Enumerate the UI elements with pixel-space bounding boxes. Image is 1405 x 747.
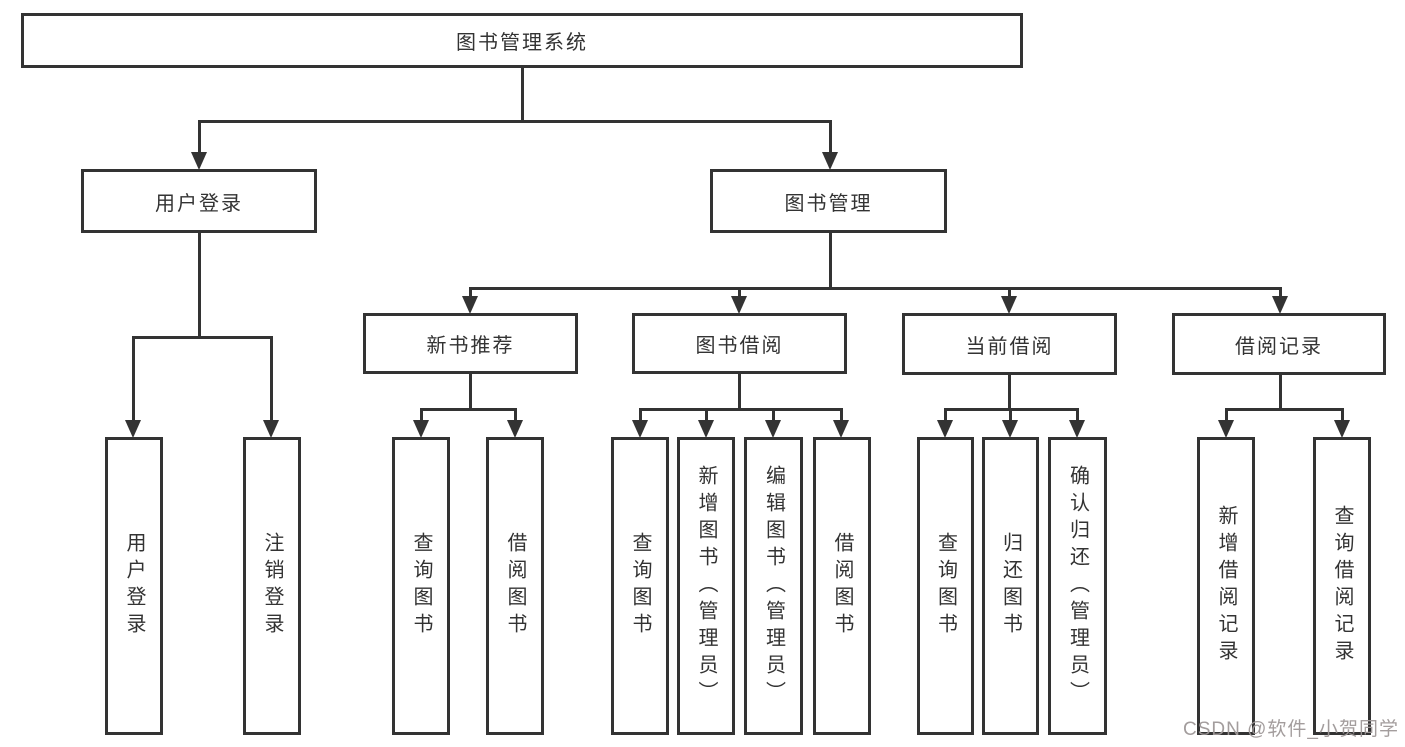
connector-line	[1076, 408, 1079, 422]
arrow-down-icon	[1001, 296, 1017, 314]
arrow-down-icon	[1069, 420, 1085, 438]
arrow-down-icon	[462, 296, 478, 314]
connector-line	[840, 408, 843, 422]
leaf-add-books-admin: 新增图书（管理员）	[677, 437, 735, 735]
leaf-return-books: 归还图书	[982, 437, 1039, 735]
connector-line	[772, 408, 775, 422]
leaf-borrow-books-2: 借阅图书	[813, 437, 871, 735]
leaf-return-books-label: 归还图书	[999, 532, 1022, 640]
connector-line	[469, 374, 472, 410]
node-new-book-recommend: 新书推荐	[363, 313, 578, 374]
connector-line	[420, 408, 423, 422]
leaf-query-books-1: 查询图书	[392, 437, 450, 735]
arrow-down-icon	[413, 420, 429, 438]
leaf-query-borrow-record: 查询借阅记录	[1313, 437, 1371, 735]
connector-line	[469, 287, 1282, 290]
node-borrow-records-label: 借阅记录	[1235, 335, 1323, 358]
leaf-borrow-books-1: 借阅图书	[486, 437, 544, 735]
connector-line	[1279, 374, 1282, 410]
leaf-confirm-return-admin-label: 确认归还（管理员）	[1066, 464, 1089, 708]
node-borrow-records: 借阅记录	[1172, 313, 1386, 375]
leaf-query-borrow-record-label: 查询借阅记录	[1331, 505, 1353, 667]
node-book-borrow: 图书借阅	[632, 313, 847, 374]
arrow-down-icon	[191, 152, 207, 170]
leaf-logout: 注销登录	[243, 437, 301, 735]
connector-line	[639, 408, 642, 422]
arrow-down-icon	[731, 296, 747, 314]
connector-line	[420, 408, 517, 411]
connector-line	[514, 408, 517, 422]
leaf-query-books-2-label: 查询图书	[629, 532, 651, 640]
node-new-book-recommend-label: 新书推荐	[426, 335, 515, 357]
leaf-query-books-3: 查询图书	[917, 437, 974, 735]
arrow-down-icon	[125, 420, 141, 438]
leaf-logout-label: 注销登录	[261, 532, 283, 640]
leaf-confirm-return-admin: 确认归还（管理员）	[1048, 437, 1107, 735]
arrow-down-icon	[1218, 420, 1234, 438]
connector-line	[1341, 408, 1344, 422]
connector-line	[944, 408, 947, 422]
connector-line	[829, 120, 832, 154]
connector-line	[521, 68, 524, 122]
connector-line	[1225, 408, 1344, 411]
leaf-user-login-label: 用户登录	[123, 532, 145, 640]
leaf-query-books-2: 查询图书	[611, 437, 669, 735]
arrow-down-icon	[1272, 296, 1288, 314]
leaf-add-books-admin-label: 新增图书（管理员）	[695, 464, 717, 708]
leaf-query-books-3-label: 查询图书	[934, 532, 957, 640]
connector-line	[829, 233, 832, 289]
node-current-borrow: 当前借阅	[902, 313, 1117, 375]
node-current-borrow-label: 当前借阅	[965, 335, 1054, 358]
arrow-down-icon	[507, 420, 523, 438]
leaf-add-borrow-record: 新增借阅记录	[1197, 437, 1255, 735]
leaf-add-borrow-record-label: 新增借阅记录	[1215, 505, 1237, 667]
leaf-edit-books-admin: 编辑图书（管理员）	[744, 437, 803, 735]
node-root-label: 图书管理系统	[456, 32, 588, 54]
arrow-down-icon	[698, 420, 714, 438]
connector-line	[738, 374, 741, 410]
arrow-down-icon	[822, 152, 838, 170]
node-root: 图书管理系统	[21, 13, 1023, 68]
arrow-down-icon	[1002, 420, 1018, 438]
arrow-down-icon	[765, 420, 781, 438]
connector-line	[198, 120, 832, 123]
arrow-down-icon	[937, 420, 953, 438]
arrow-down-icon	[263, 420, 279, 438]
node-book-management-label: 图书管理	[784, 192, 873, 215]
leaf-query-books-1-label: 查询图书	[410, 532, 432, 640]
connector-line	[132, 336, 273, 339]
connector-line	[198, 120, 201, 154]
arrow-down-icon	[833, 420, 849, 438]
connector-line	[270, 336, 273, 422]
connector-line	[198, 233, 201, 338]
connector-line	[705, 408, 708, 422]
connector-line	[469, 287, 472, 298]
connector-line	[738, 287, 741, 298]
node-user-login-label: 用户登录	[155, 192, 243, 215]
connector-line	[1279, 287, 1282, 298]
connector-line	[132, 336, 135, 422]
leaf-edit-books-admin-label: 编辑图书（管理员）	[762, 464, 785, 708]
leaf-borrow-books-2-label: 借阅图书	[831, 532, 853, 640]
connector-line	[639, 408, 843, 411]
node-book-borrow-label: 图书借阅	[695, 335, 784, 357]
leaf-borrow-books-1-label: 借阅图书	[504, 532, 526, 640]
node-user-login: 用户登录	[81, 169, 317, 233]
csdn-watermark: CSDN @软件_小贺同学	[1183, 719, 1399, 740]
leaf-user-login: 用户登录	[105, 437, 163, 735]
connector-line	[1225, 408, 1228, 422]
arrow-down-icon	[632, 420, 648, 438]
connector-line	[1008, 287, 1011, 298]
connector-line	[1008, 374, 1011, 410]
arrow-down-icon	[1334, 420, 1350, 438]
node-book-management: 图书管理	[710, 169, 947, 233]
connector-line	[1009, 408, 1012, 422]
